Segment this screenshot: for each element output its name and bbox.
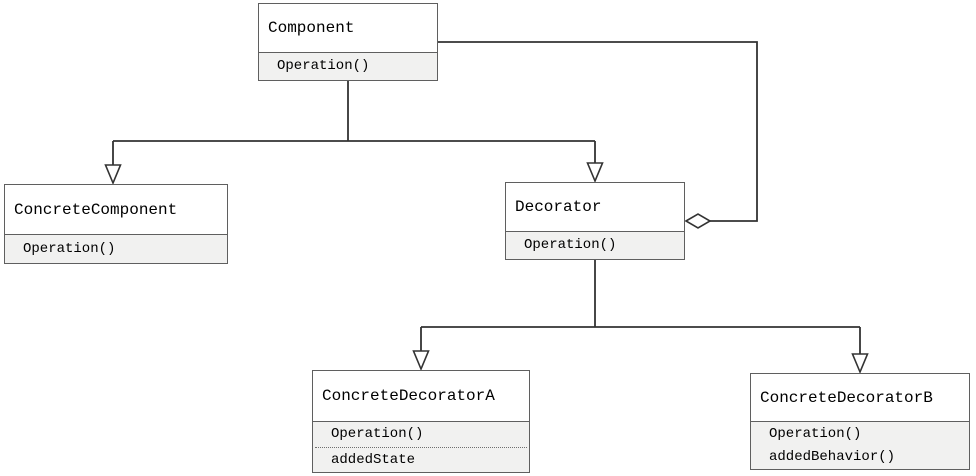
attribute-label: addedState bbox=[331, 451, 416, 468]
class-name: ConcreteComponent bbox=[5, 185, 227, 235]
inheritance-triangle-icon bbox=[412, 350, 430, 372]
class-box-concrete-decorator-b: ConcreteDecoratorB Operation() addedBeha… bbox=[750, 373, 970, 470]
aggregation-connector bbox=[438, 41, 758, 229]
class-name: ConcreteDecoratorA bbox=[313, 371, 529, 422]
class-box-component: Component Operation() bbox=[258, 3, 438, 81]
operation-label: Operation() bbox=[769, 425, 862, 442]
generalization-decorator-tree bbox=[412, 260, 869, 375]
compartment-divider bbox=[315, 446, 527, 448]
class-operations: Operation() addedBehavior() bbox=[751, 422, 969, 469]
generalization-component-tree bbox=[104, 81, 604, 186]
class-operations: Operation() bbox=[506, 232, 684, 259]
operation-label: addedBehavior() bbox=[769, 448, 896, 465]
class-name: ConcreteDecoratorB bbox=[751, 374, 969, 422]
inheritance-triangle-icon bbox=[104, 164, 122, 186]
class-box-decorator: Decorator Operation() bbox=[505, 182, 685, 260]
class-operations: Operation() bbox=[259, 53, 437, 80]
operation-label: Operation() bbox=[23, 240, 116, 257]
class-operations: Operation() addedState bbox=[313, 422, 529, 472]
class-box-concrete-decorator-a: ConcreteDecoratorA Operation() addedStat… bbox=[312, 370, 530, 473]
class-operations: Operation() bbox=[5, 235, 227, 263]
operation-label: Operation() bbox=[277, 58, 370, 74]
aggregation-diamond-icon bbox=[684, 213, 712, 229]
class-name: Component bbox=[259, 4, 437, 53]
operation-label: Operation() bbox=[524, 237, 617, 253]
class-box-concrete-component: ConcreteComponent Operation() bbox=[4, 184, 228, 264]
operation-label: Operation() bbox=[331, 425, 424, 442]
class-name: Decorator bbox=[506, 183, 684, 232]
inheritance-triangle-icon bbox=[851, 353, 869, 375]
inheritance-triangle-icon bbox=[586, 162, 604, 184]
